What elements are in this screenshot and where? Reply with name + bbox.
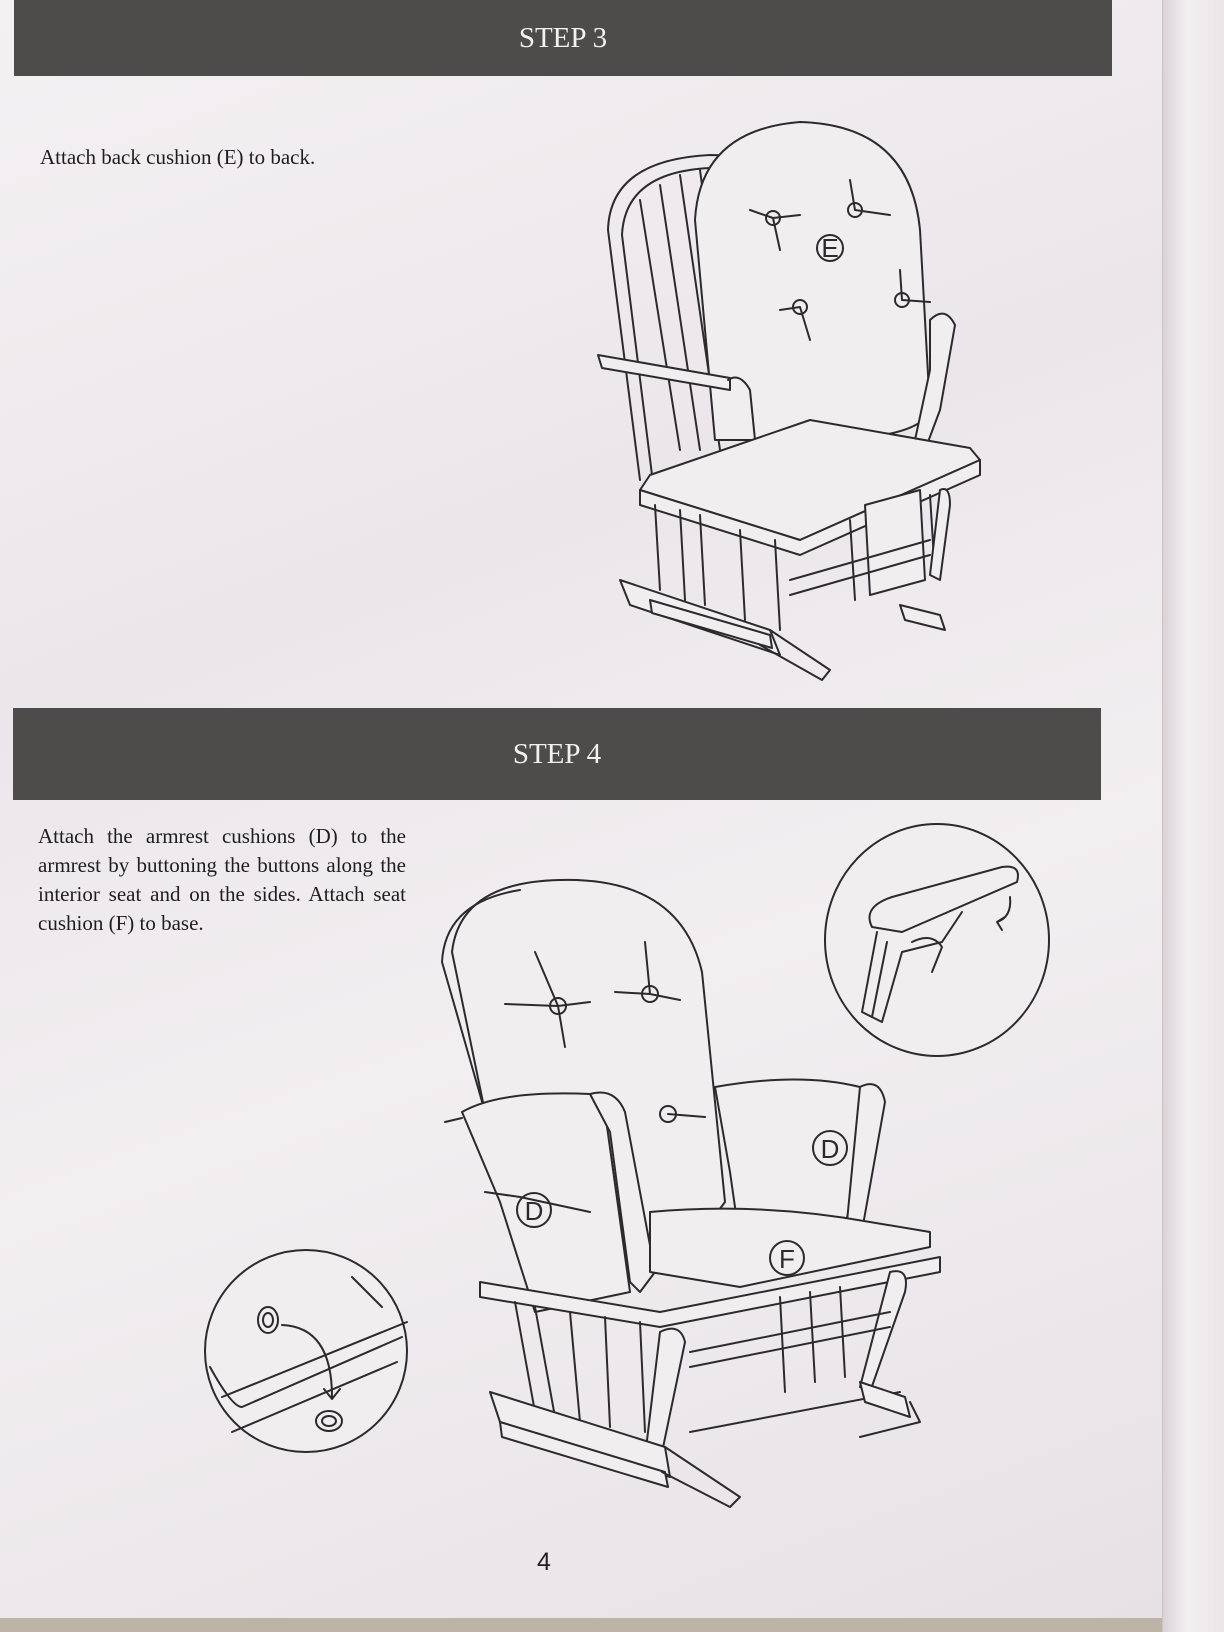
step-3-header: STEP 3 (14, 0, 1112, 76)
page-number: 4 (537, 1548, 551, 1576)
step-3-label-e: E (821, 233, 838, 263)
step-4-label-f: F (779, 1244, 795, 1274)
step-3-label-circle (816, 234, 844, 262)
step-3-title: STEP 3 (518, 21, 608, 54)
step-4-label-d-right: D (821, 1134, 840, 1164)
step-3-chair-illustration: E (597, 121, 981, 681)
manual-page (0, 0, 1162, 1618)
page-fold (1162, 0, 1224, 1632)
step-4-label-d-left: D (525, 1196, 544, 1226)
button-detail-illustration (204, 1249, 408, 1453)
armrest-detail-illustration (824, 823, 1050, 1057)
step-4-title: STEP 4 (512, 737, 602, 770)
step-3-instruction: Attach back cushion (E) to back. (40, 145, 316, 169)
step-4-header: STEP 4 (13, 708, 1101, 800)
step-4-chair-illustration: D D F (441, 878, 941, 1508)
step-4-instruction: Attach the armrest cushions (D) to the a… (38, 824, 406, 935)
